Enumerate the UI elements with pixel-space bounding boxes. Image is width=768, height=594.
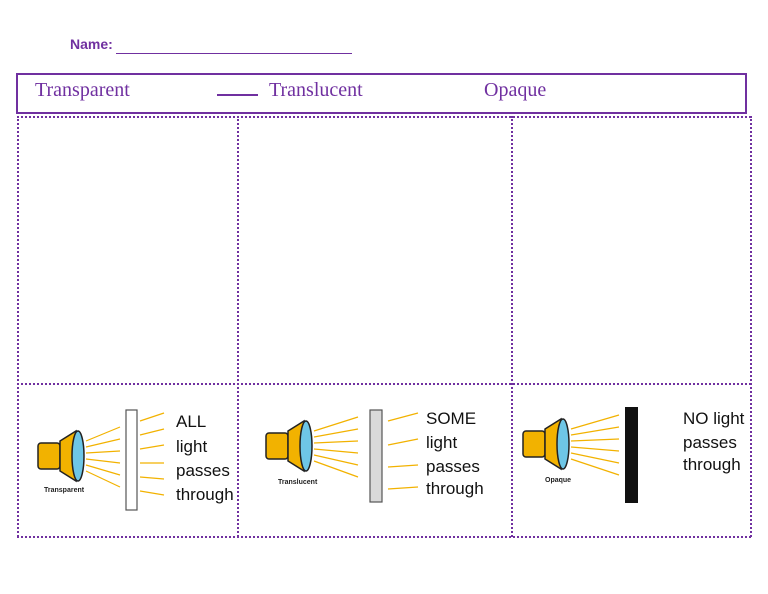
grid-line-col1	[237, 116, 239, 537]
header-transparent: Transparent	[35, 79, 130, 101]
sort-cell-opaque[interactable]	[513, 118, 748, 381]
illustration-translucent: Translucent SOME light passes through	[258, 405, 488, 520]
header-opaque: Opaque	[484, 79, 547, 101]
flashlight-label: Translucent	[278, 479, 318, 486]
caption-line: light	[176, 437, 208, 456]
header-translucent: Translucent	[269, 79, 363, 101]
illustration-opaque: Opaque NO light passes through	[515, 405, 745, 520]
caption-line: passes	[426, 457, 480, 476]
flashlight-icon	[37, 409, 165, 511]
sort-cell-translucent[interactable]	[239, 118, 509, 381]
caption-line: passes	[683, 433, 737, 452]
grid-line-right	[750, 116, 752, 537]
sort-cell-transparent[interactable]	[19, 118, 235, 381]
caption-line: through	[176, 485, 234, 504]
name-label: Name:	[70, 36, 113, 52]
flashlight-icon	[522, 407, 638, 503]
illustration-transparent: Transparent ALL light passes through	[30, 405, 235, 520]
grid-line-top	[17, 116, 751, 118]
caption-line: passes	[176, 461, 230, 480]
flashlight-icon	[265, 409, 419, 503]
caption-line: light	[426, 433, 458, 452]
grid-line-bottom	[17, 536, 751, 538]
header-box	[16, 73, 747, 114]
grid-line-left	[17, 116, 19, 537]
grid-line-col2	[511, 116, 513, 537]
caption-line: through	[426, 479, 484, 498]
header-dash	[217, 94, 258, 96]
caption-line: NO light	[683, 409, 745, 428]
flashlight-label: Opaque	[545, 477, 572, 484]
caption-line: through	[683, 455, 741, 474]
caption-line: ALL	[176, 412, 207, 431]
caption-line: SOME	[426, 409, 477, 428]
name-field[interactable]	[116, 53, 352, 54]
grid-line-middle	[17, 383, 751, 385]
flashlight-label: Transparent	[44, 487, 85, 494]
